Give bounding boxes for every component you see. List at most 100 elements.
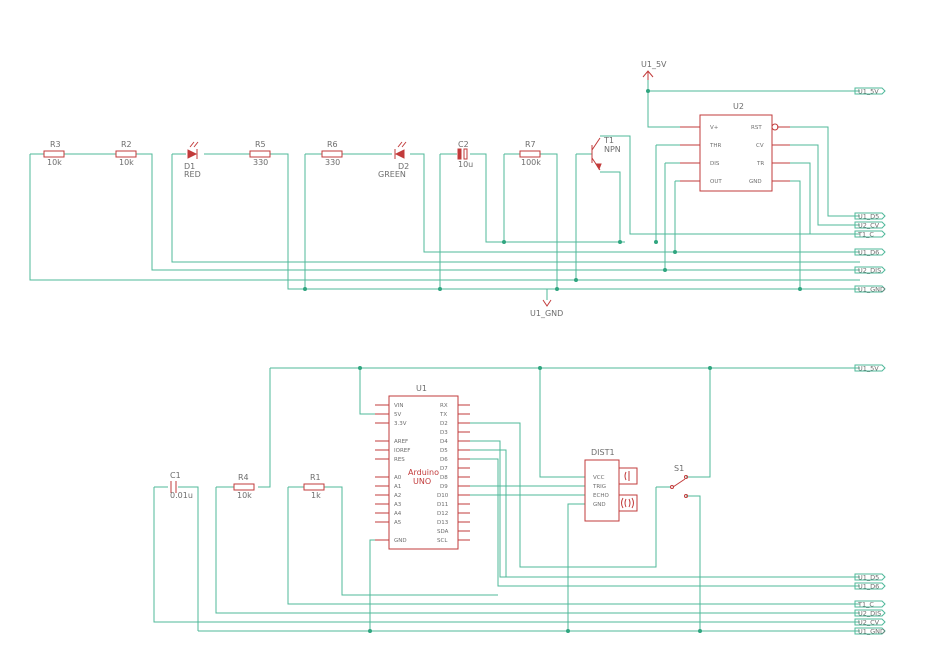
resistor-r7[interactable]: R7 100k <box>519 140 541 167</box>
svg-text:OUT: OUT <box>710 179 722 185</box>
svg-text:THR: THR <box>709 143 721 149</box>
resistor-r1[interactable]: R1 1k <box>303 473 325 500</box>
capacitor-c1[interactable]: C1 0.01u <box>170 471 193 500</box>
svg-text:SDA: SDA <box>437 529 449 535</box>
top-wires <box>29 80 860 300</box>
svg-text:U2: U2 <box>733 102 744 111</box>
u1-right-pin-labels: RX TX D2 D3 D4 D5 D6 D7 D8 D9 D10 D11 D1… <box>437 403 449 544</box>
svg-text:V+: V+ <box>710 125 719 131</box>
svg-text:C1: C1 <box>170 471 181 480</box>
svg-text:R4: R4 <box>238 473 249 482</box>
svg-text:U1_GND: U1_GND <box>858 628 885 636</box>
resistor-r4[interactable]: R4 10k <box>233 473 255 500</box>
svg-text:RST: RST <box>751 125 762 131</box>
svg-text:Arduino: Arduino <box>408 468 439 477</box>
svg-text:CV: CV <box>756 143 764 149</box>
transistor-t1[interactable]: T1 NPN <box>591 136 621 171</box>
resistor-r2[interactable]: R2 10k <box>115 140 137 167</box>
top-net-labels: U1_5V U1_D5 U2_CV T1_C U1_D6 U2_DIS U1_G… <box>854 87 886 294</box>
svg-text:D9: D9 <box>440 484 448 490</box>
bottom-net-labels: U1_5V U1_D5 U1_D6 T1_C U2_DIS U2_CV U1_G… <box>854 364 886 636</box>
net-label-u2-cv: U2_CV <box>854 221 886 230</box>
net-label-u1-gnd-bottom: U1_GND <box>854 627 886 636</box>
svg-text:100k: 100k <box>521 158 541 167</box>
svg-text:1k: 1k <box>311 491 321 500</box>
bottom-wires <box>153 367 860 632</box>
svg-text:DIS: DIS <box>710 161 720 167</box>
svg-text:RX: RX <box>440 403 448 409</box>
net-label-u1-5v: U1_5V <box>854 87 886 96</box>
svg-text:D1: D1 <box>184 162 195 171</box>
svg-text:330: 330 <box>325 158 340 167</box>
svg-text:GREEN: GREEN <box>378 170 406 179</box>
net-label-u1-d6-bottom: U1_D6 <box>854 582 886 591</box>
svg-text:D2: D2 <box>440 421 448 427</box>
u1-right-pins <box>458 404 470 541</box>
led-d2[interactable]: D2 GREEN <box>378 141 409 179</box>
led-d1[interactable]: D1 RED <box>184 141 201 179</box>
svg-text:T1_C: T1_C <box>857 601 874 609</box>
svg-text:R6: R6 <box>327 140 338 149</box>
svg-text:10k: 10k <box>237 491 252 500</box>
svg-text:R3: R3 <box>50 140 61 149</box>
switch-s1[interactable]: S1 <box>670 464 688 498</box>
svg-text:TX: TX <box>439 412 447 418</box>
u1-left-pins <box>375 404 389 541</box>
svg-text:C2: C2 <box>458 140 469 149</box>
svg-text:D3: D3 <box>440 430 448 436</box>
net-label-u1-gnd: U1_GND <box>854 285 886 294</box>
svg-text:S1: S1 <box>674 464 684 473</box>
arduino-uno-u1[interactable]: U1 Arduino UNO <box>375 384 470 550</box>
resistor-r6[interactable]: R6 330 <box>321 140 343 167</box>
svg-text:U1_5V: U1_5V <box>858 88 879 96</box>
bottom-junctions <box>358 366 712 633</box>
svg-text:D10: D10 <box>437 493 449 499</box>
svg-text:VIN: VIN <box>394 403 404 409</box>
svg-text:U1_GND: U1_GND <box>530 309 563 318</box>
svg-text:R5: R5 <box>255 140 266 149</box>
net-label-t1-c: T1_C <box>854 230 886 239</box>
svg-text:A1: A1 <box>394 484 401 490</box>
svg-text:3.3V: 3.3V <box>394 421 407 427</box>
svg-text:D6: D6 <box>440 457 448 463</box>
net-label-u1-d6: U1_D6 <box>854 248 886 257</box>
svg-text:A4: A4 <box>394 511 402 517</box>
ic-u2[interactable]: U2 V+ THR DIS OUT RST CV TR GND <box>680 102 790 192</box>
svg-text:U1: U1 <box>416 384 427 393</box>
svg-text:D4: D4 <box>440 439 448 445</box>
svg-text:U2_DIS: U2_DIS <box>858 267 881 275</box>
u1-left-pin-labels: VIN 5V 3.3V AREF IOREF RES A0 A1 A2 A3 A… <box>394 403 410 544</box>
svg-text:5V: 5V <box>394 412 401 418</box>
svg-text:10k: 10k <box>47 158 62 167</box>
svg-text:D5: D5 <box>440 448 448 454</box>
svg-text:A0: A0 <box>394 475 402 481</box>
svg-text:SCL: SCL <box>437 538 448 544</box>
ultrasonic-sensor-dist1[interactable]: DIST1 VCC TRIG ECHO GND <box>584 448 638 522</box>
svg-text:AREF: AREF <box>394 439 408 445</box>
svg-text:R7: R7 <box>525 140 536 149</box>
resistor-r3[interactable]: R3 10k <box>43 140 65 167</box>
svg-text:330: 330 <box>253 158 268 167</box>
resistor-r5[interactable]: R5 330 <box>249 140 271 167</box>
capacitor-c2[interactable]: C2 10u <box>457 140 473 169</box>
svg-text:U2_DIS: U2_DIS <box>858 610 881 618</box>
svg-text:A5: A5 <box>394 520 402 526</box>
svg-text:D13: D13 <box>437 520 449 526</box>
svg-text:UNO: UNO <box>413 477 431 486</box>
svg-text:A3: A3 <box>394 502 402 508</box>
svg-text:U1_D6: U1_D6 <box>858 583 879 591</box>
svg-text:D11: D11 <box>437 502 448 508</box>
svg-text:D7: D7 <box>440 466 448 472</box>
net-label-u1-5v-bottom: U1_5V <box>854 364 886 373</box>
svg-text:U1_5V: U1_5V <box>858 365 879 373</box>
svg-text:GND: GND <box>593 502 606 508</box>
svg-text:U2_CV: U2_CV <box>858 619 880 627</box>
transmitter-icon <box>618 467 638 485</box>
svg-text:U1_D5: U1_D5 <box>858 213 879 221</box>
svg-text:T1: T1 <box>603 136 614 145</box>
net-label-u1-d5: U1_D5 <box>854 212 886 221</box>
svg-text:U2_CV: U2_CV <box>858 222 880 230</box>
svg-text:TRIG: TRIG <box>592 484 606 490</box>
svg-text:0.01u: 0.01u <box>170 491 193 500</box>
